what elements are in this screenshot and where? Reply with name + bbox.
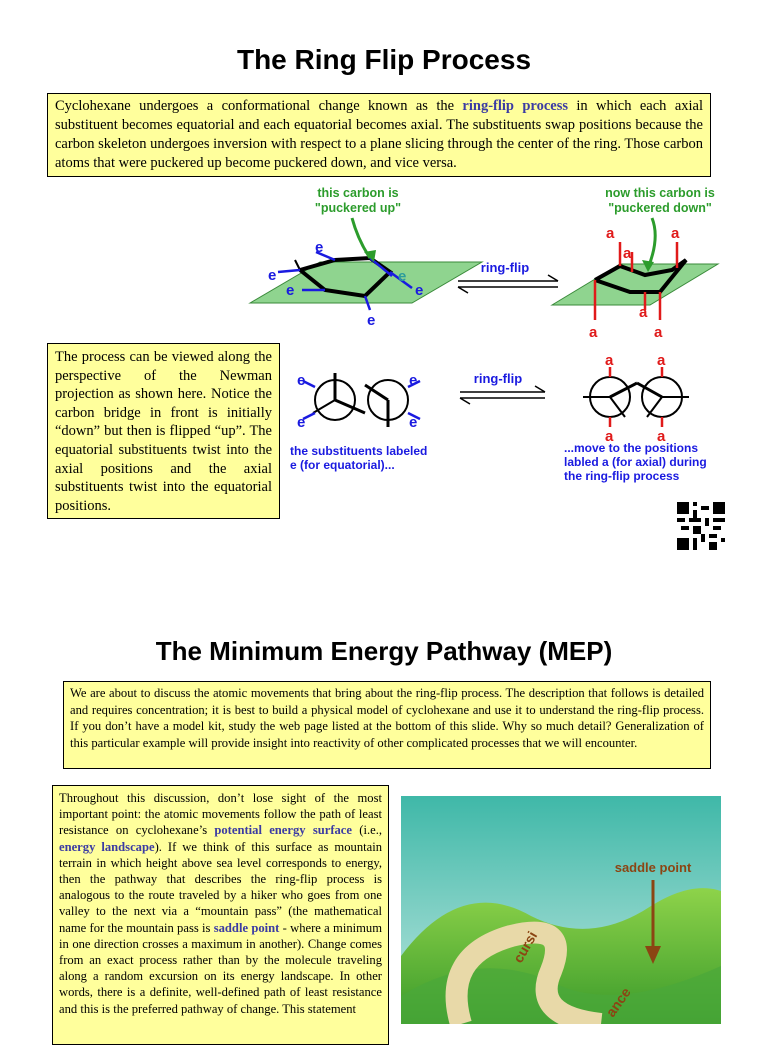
ring-flip-diagram: e e e e e e this carbon is "puckered up"… <box>248 186 720 341</box>
right-caption-line1: now this carbon is <box>605 186 715 200</box>
left-plane <box>248 261 484 304</box>
energy-landscape-image: cursi ance saddle point <box>401 796 721 1024</box>
newman-explanation-box: The process can be viewed along the pers… <box>47 343 280 519</box>
newman-diagram: e e e e the substituents labeled e (for … <box>290 355 707 483</box>
newman-right-caption-3: the ring-flip process <box>564 469 680 483</box>
equatorial-label: e <box>409 414 417 431</box>
section1-title: The Ring Flip Process <box>236 44 532 75</box>
axial-label: a <box>589 324 598 341</box>
equatorial-label: e <box>398 268 406 285</box>
axial-label: a <box>606 225 615 242</box>
intro-text-2: in which each axial substituent becomes … <box>55 98 703 171</box>
path-ribbon <box>445 921 603 1024</box>
mep-intro-text: We are about to discuss the atomic movem… <box>70 686 704 750</box>
ring-flip-process-term: ring-flip process <box>462 98 569 114</box>
mep-body-text-4: - where a minimum in one direction cross… <box>59 920 383 1016</box>
equatorial-label: e <box>415 282 423 299</box>
newman-explanation-text: The process can be viewed along the pers… <box>55 349 272 514</box>
left-caption-line2: "puckered up" <box>315 201 401 215</box>
ring-flip-label: ring-flip <box>481 260 529 275</box>
axial-label: a <box>671 225 680 242</box>
equatorial-label: e <box>297 414 305 431</box>
equatorial-label: e <box>268 267 276 284</box>
mep-body-box: Throughout this discussion, don’t lose s… <box>52 785 389 1045</box>
section2-title: The Minimum Energy Pathway (MEP) <box>155 636 613 666</box>
equatorial-label: e <box>297 372 305 389</box>
newman-left-caption-1: the substituents labeled <box>290 444 427 458</box>
left-caption-line1: this carbon is <box>317 186 398 200</box>
mep-body-text-3: ). If we think of this surface as mounta… <box>59 839 383 935</box>
newman-right-caption-1: ...move to the positions <box>564 441 698 455</box>
right-caption-line2: "puckered down" <box>608 201 712 215</box>
axial-label: a <box>623 245 632 262</box>
ring-flip-intro-box: Cyclohexane undergoes a conformational c… <box>47 93 711 177</box>
saddle-point-label: saddle point <box>615 860 692 875</box>
equatorial-label: e <box>409 372 417 389</box>
equatorial-label: e <box>286 282 294 299</box>
newman-right-caption-2: labled a (for axial) during <box>564 455 707 469</box>
axial-label: a <box>657 355 666 369</box>
equatorial-label: e <box>367 312 375 329</box>
intro-text-1: Cyclohexane undergoes a conformational c… <box>55 98 463 114</box>
qr-code[interactable] <box>677 502 725 550</box>
axial-label: a <box>605 428 614 445</box>
axial-label: a <box>657 428 666 445</box>
equatorial-label: e <box>315 239 323 256</box>
axial-label: a <box>654 324 663 341</box>
right-chair-bonds <box>594 258 688 294</box>
mep-body-text-2: (i.e., <box>352 823 382 838</box>
mep-intro-box: We are about to discuss the atomic movem… <box>63 681 711 769</box>
newman-left-caption-2: e (for equatorial)... <box>290 458 395 472</box>
mep-body-text-1: Throughout this discussion, don’t lose s… <box>59 791 382 838</box>
right-arrow <box>646 217 657 269</box>
energy-landscape-term: energy landscape <box>59 839 155 854</box>
ring-flip-label: ring-flip <box>474 371 522 386</box>
saddle-point-term: saddle point <box>213 920 280 935</box>
potential-energy-surface-term: potential energy surface <box>214 823 352 838</box>
axial-label: a <box>639 304 648 321</box>
axial-label: a <box>605 355 614 369</box>
